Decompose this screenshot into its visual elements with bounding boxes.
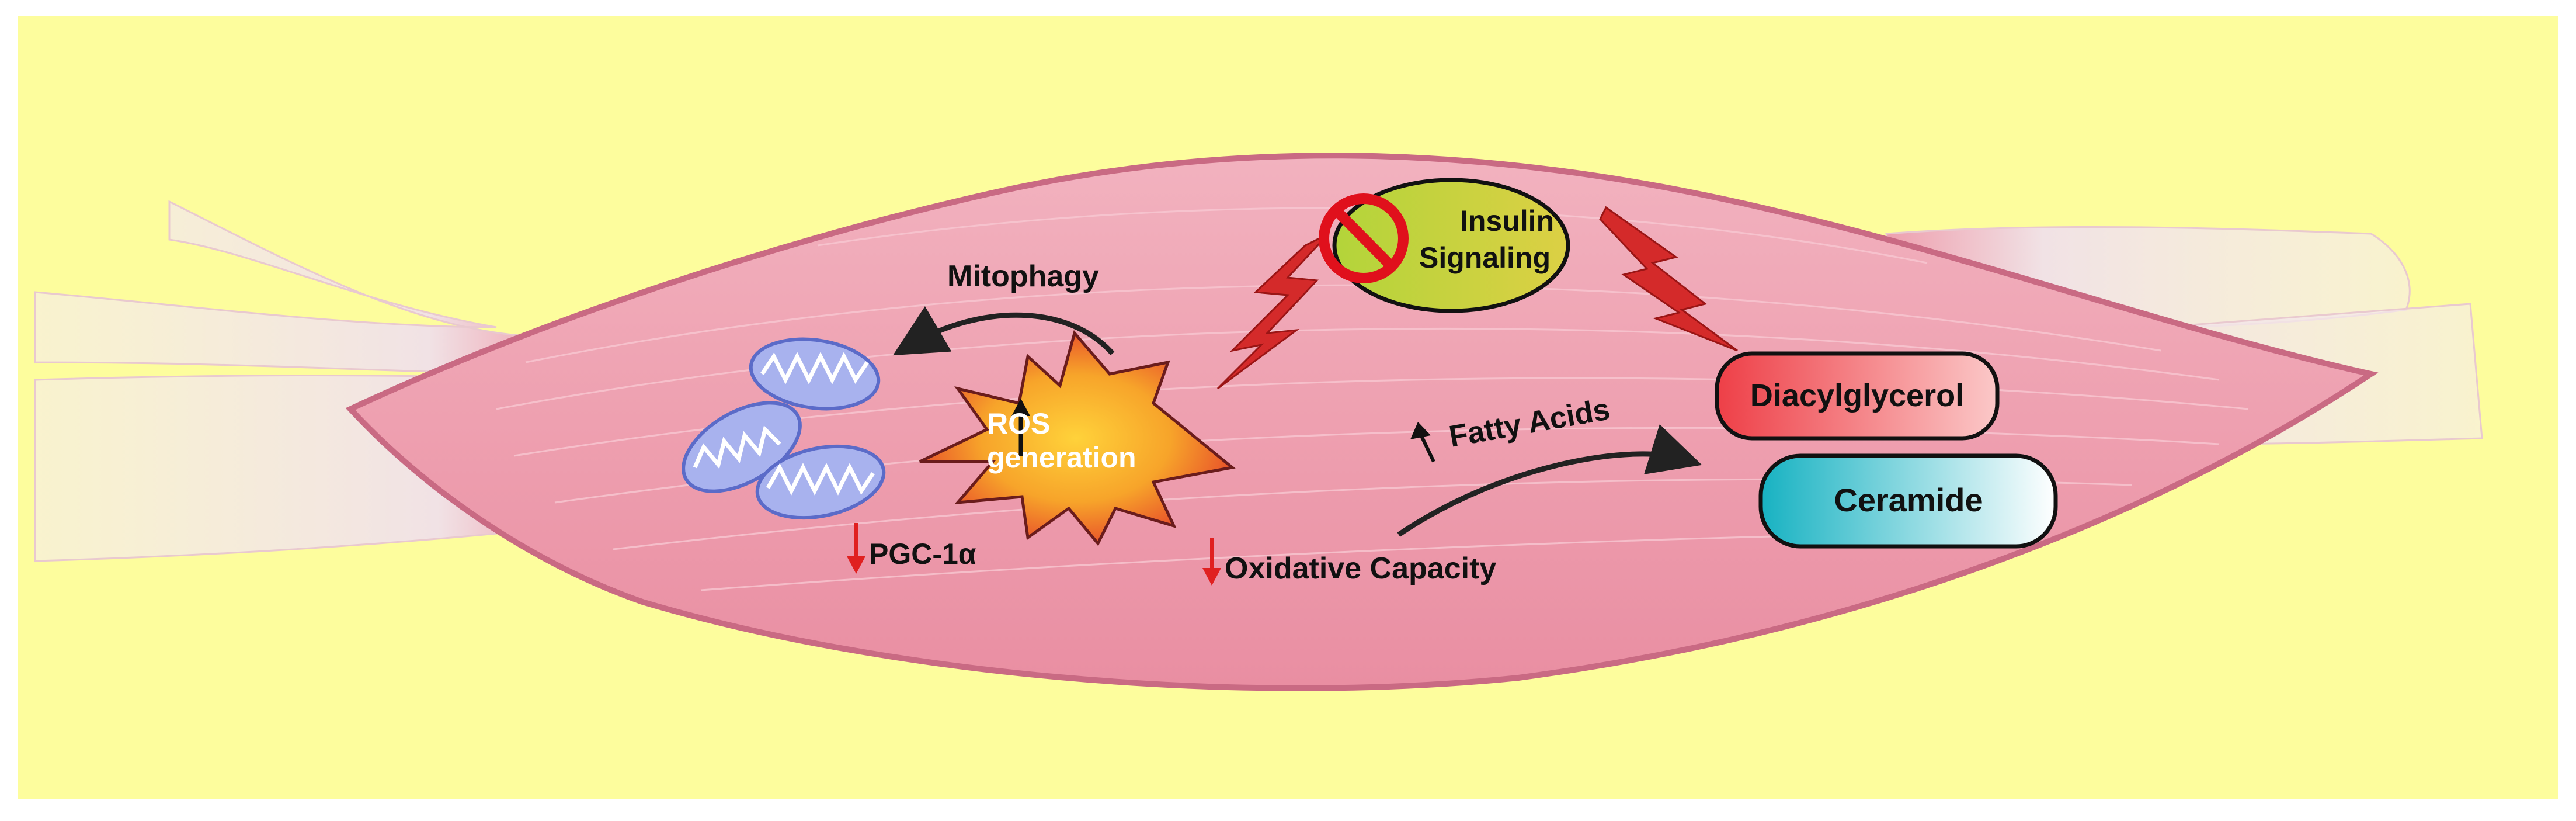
down-arrow-icon [847,523,865,574]
up-arrow-icon [1011,399,1030,456]
ros-burst [919,330,1236,546]
lightning-bolt-icon [1599,206,1738,352]
mitochondrion-icon [749,337,881,411]
lightning-bolt-icon [1216,233,1330,390]
prohibited-icon [1319,193,1409,283]
mitochondrion-icon [755,444,886,520]
oxidative-capacity-label: Oxidative Capacity [1225,552,1496,586]
mitophagy-label: Mitophagy [947,259,1099,293]
up-arrow-icon [1410,422,1435,463]
signaling-label: Signaling [1419,241,1551,274]
diacylglycerol-box [1715,351,2000,441]
mitochondria-group [682,337,886,520]
ros-generation-label: generation [987,441,1136,474]
fatty-acids-arrow [1397,424,1702,537]
ros-label: ROS [987,407,1050,440]
diacylglycerol-label: Diacylglycerol [1750,378,1964,413]
insulin-label: Insulin [1460,205,1554,237]
pgc1a-label: PGC-1α [869,538,976,570]
down-arrow-icon [1202,538,1221,586]
mitophagy-arrow [892,306,1115,356]
ceramide-label: Ceramide [1834,481,1983,518]
ceramide-box [1758,453,2058,549]
